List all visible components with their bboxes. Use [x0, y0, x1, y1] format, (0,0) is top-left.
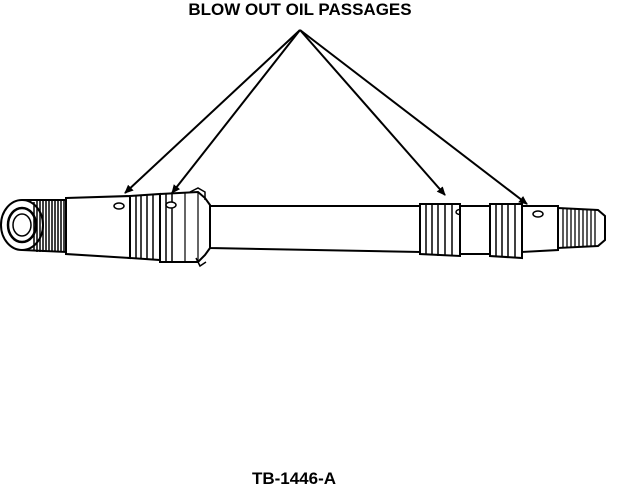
leader-line-3: [299, 29, 446, 196]
oil-passage-hole-2: [165, 201, 177, 209]
figure-id-label: TB-1446-A: [251, 469, 337, 488]
right-collar-2: [489, 203, 523, 260]
callout-label: BLOW OUT OIL PASSAGES: [188, 0, 412, 19]
middle-shaft: [209, 205, 421, 254]
left-spline-end: [0, 199, 67, 254]
left-shaft-body: [65, 194, 131, 260]
leader-line-2: [171, 29, 301, 194]
oil-passage-hole-4: [532, 210, 544, 218]
oil-passage-hole-1: [113, 202, 125, 210]
mid-right-shaft: [459, 205, 491, 255]
leader-lines: [124, 29, 528, 205]
right-spline-end: [557, 206, 606, 250]
leader-line-4: [299, 29, 528, 205]
center-hub: [129, 187, 221, 268]
leader-line-1: [124, 29, 301, 194]
right-shaft-end: [521, 205, 559, 254]
right-collar-1: [419, 203, 465, 258]
